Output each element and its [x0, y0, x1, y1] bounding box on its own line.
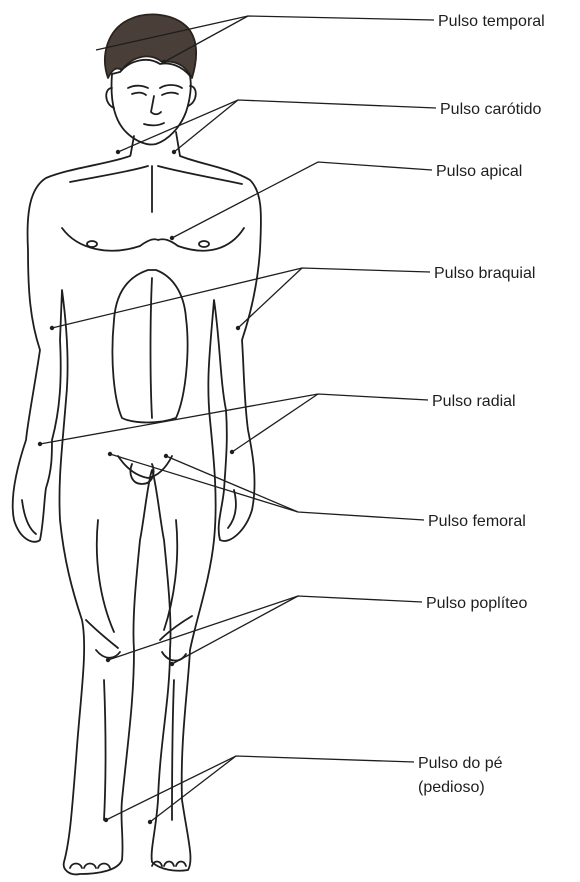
label-carotid: Pulso carótido: [440, 101, 541, 118]
head: [112, 60, 191, 145]
labels: Pulso temporal Pulso carótido Pulso apic…: [418, 13, 545, 796]
label-pedal-line2: (pedioso): [418, 779, 485, 796]
popliteal-leader: [108, 596, 422, 660]
label-radial: Pulso radial: [432, 393, 516, 410]
torso-outline: [13, 156, 261, 874]
label-pedal-line1: Pulso do pé: [418, 755, 503, 772]
label-temporal: Pulso temporal: [438, 13, 545, 30]
label-popliteal: Pulso poplíteo: [426, 595, 528, 612]
label-apical: Pulso apical: [436, 163, 522, 180]
pedal-leader: [106, 756, 414, 820]
label-brachial: Pulso braquial: [434, 265, 535, 282]
label-femoral: Pulso femoral: [428, 513, 526, 530]
